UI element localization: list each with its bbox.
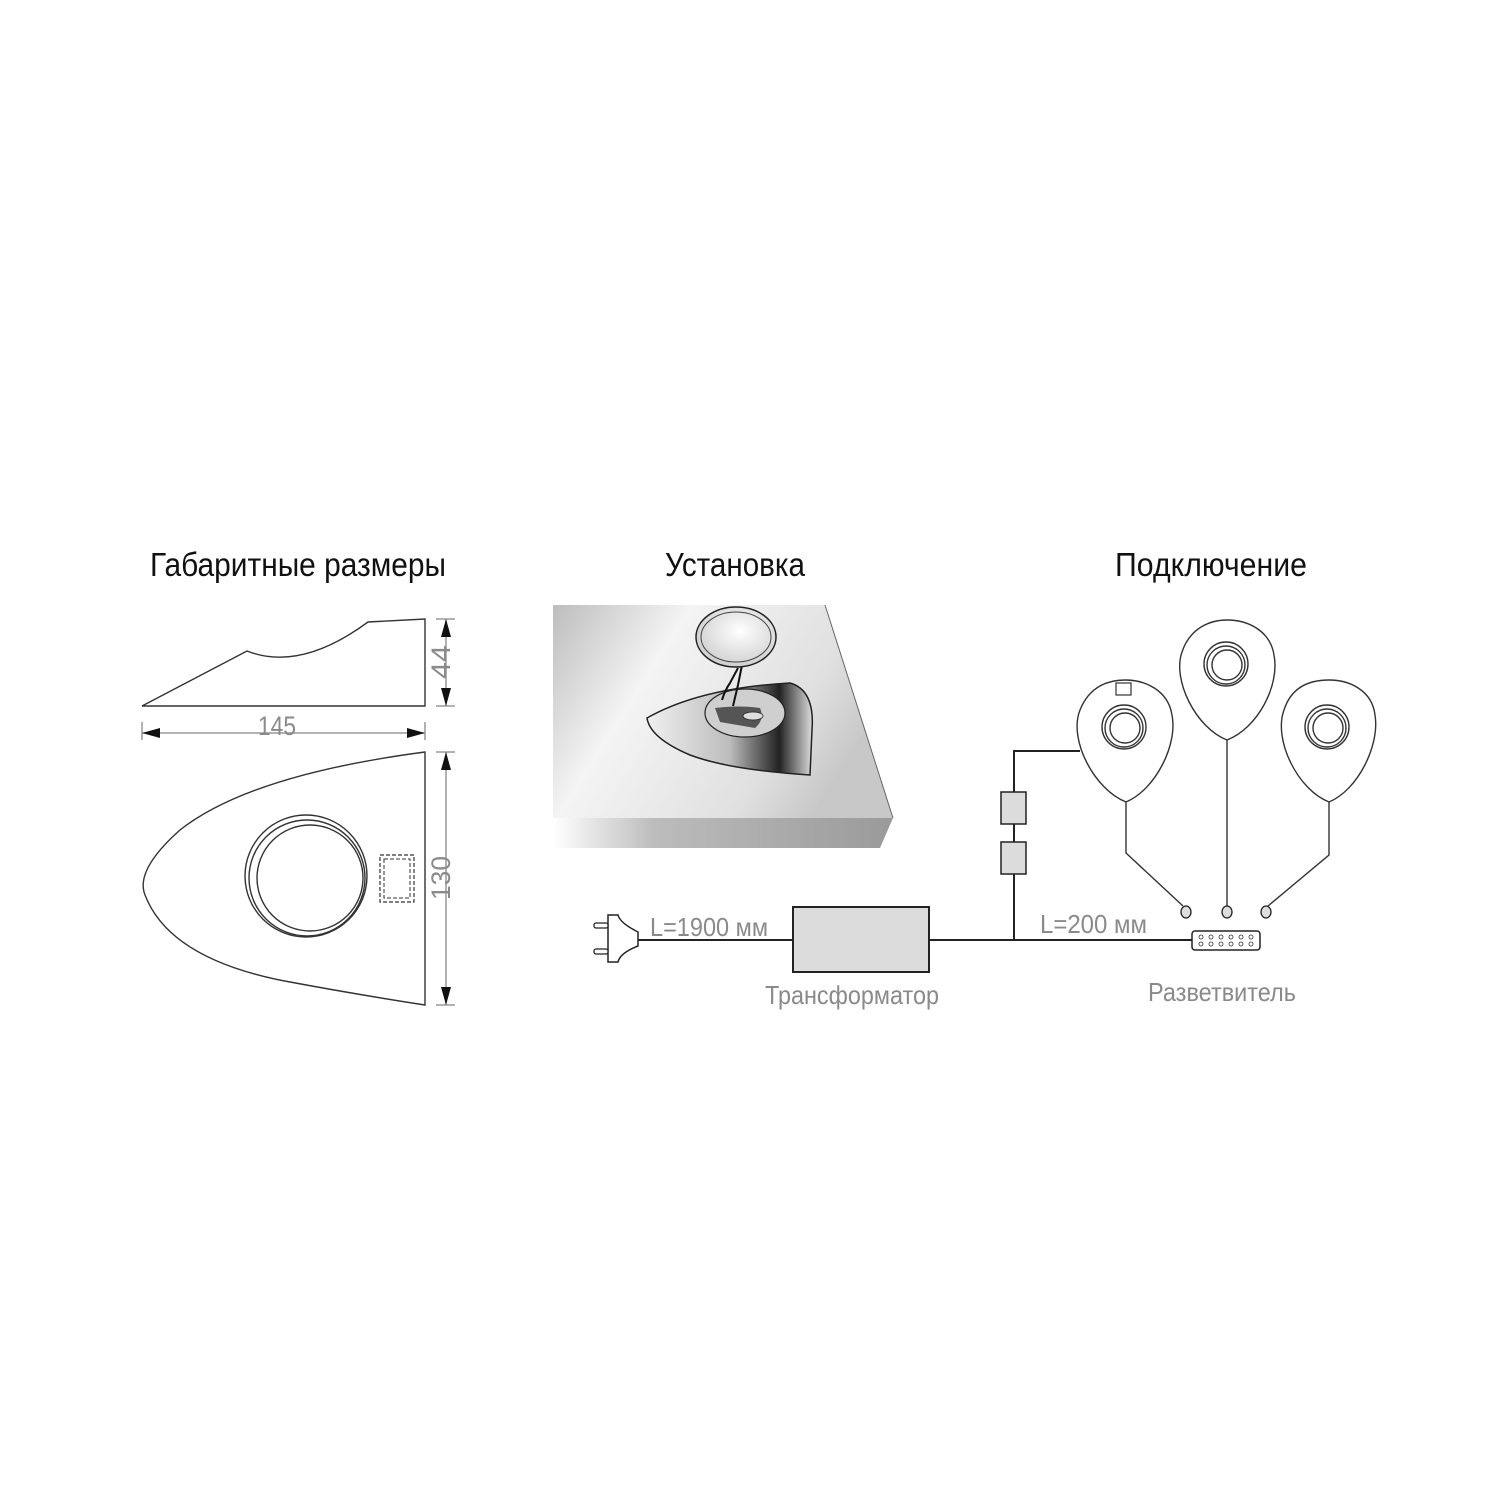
connection-diagram: L=1900 мм Трансформатор L=200 мм Разветв… [593,619,1377,1010]
connection-title: Подключение [1115,546,1307,583]
splitter-label: Разветвитель [1148,977,1296,1007]
top-view: 130 [142,751,456,1006]
lamp-lens [695,606,777,668]
transformer-label: Трансформатор [765,980,939,1010]
splitter-box [1191,930,1261,951]
switch-box [1000,791,1027,825]
transformer-box [792,906,930,973]
dimensions-title: Габаритные размеры [150,546,446,583]
lamp-1 [1076,679,1174,803]
main-cable-length: L=1900 мм [650,912,768,942]
lamp-2 [1179,619,1276,741]
plug-icon [593,914,639,963]
switch-box [1000,841,1027,875]
side-view: 44 145 [141,618,456,741]
height-value: 44 [426,645,456,679]
wire [721,664,743,707]
installation-title: Установка [665,546,806,583]
installation-illustration [553,604,894,848]
width-value: 130 [426,856,456,900]
length-value: 145 [258,711,296,741]
branch-cable-length: L=200 мм [1040,909,1147,939]
lamp-3 [1280,679,1377,803]
switch-icon [1115,682,1132,696]
arrow-icon [441,619,451,706]
